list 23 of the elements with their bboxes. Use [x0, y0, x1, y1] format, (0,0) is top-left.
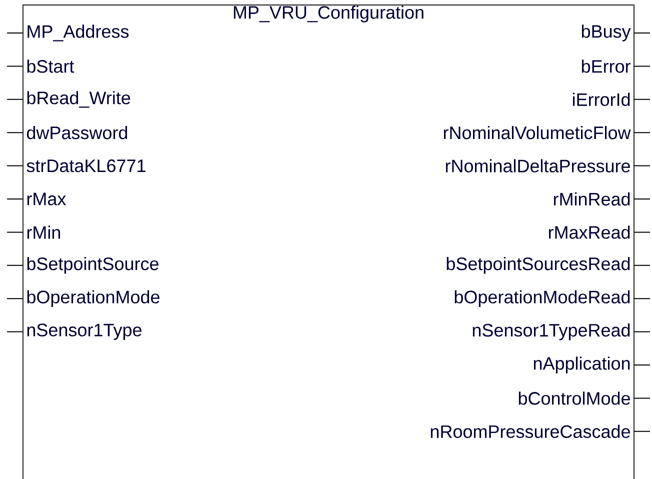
output-pin: iErrorId: [573, 92, 650, 106]
input-pin: bStart: [6, 60, 74, 73]
input-pin: rMax: [6, 192, 66, 206]
output-pin: bControlMode: [518, 392, 650, 405]
output-pin: bSetpointSourcesRead: [446, 257, 650, 274]
input-pin: nSensor1Type: [6, 324, 142, 340]
output-pin: rMaxRead: [548, 226, 650, 239]
output-pin: bOperationModeRead: [454, 290, 650, 307]
output-pin: rNominalDeltaPressure: [446, 159, 650, 172]
input-pin: bOperationMode: [6, 290, 160, 307]
input-pin: strDataKL6771: [6, 159, 146, 172]
output-pin: nRoomPressureCascade: [430, 424, 650, 438]
output-pin: nSensor1TypeRead: [472, 323, 650, 340]
input-pin: bRead_Write: [6, 91, 130, 108]
output-pin: bBusy: [582, 24, 650, 42]
output-pin: rNominalVolumeticFlow: [444, 126, 650, 140]
output-pin: rMinRead: [554, 192, 650, 206]
input-pin: dwPassword: [6, 126, 128, 140]
output-pin: bError: [582, 60, 650, 73]
output-pin: nApplication: [534, 356, 650, 374]
input-pin: MP_Address: [6, 24, 129, 42]
input-pin: rMin: [6, 226, 60, 239]
input-pin: bSetpointSource: [6, 257, 158, 274]
